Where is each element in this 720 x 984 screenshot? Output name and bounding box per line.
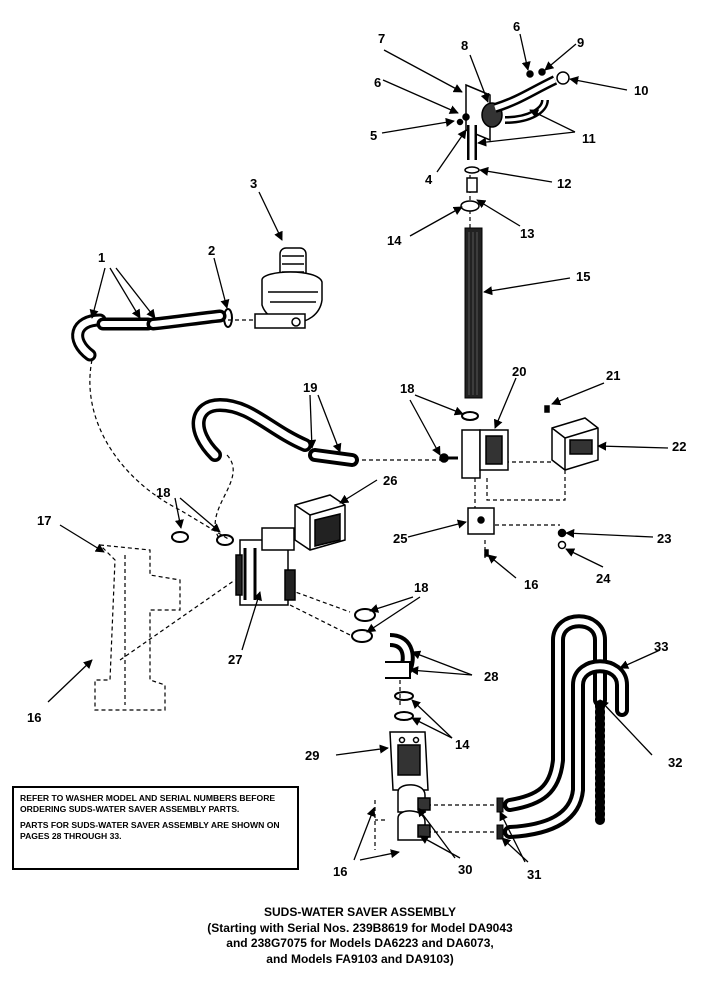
switch-assembly-part-20 [439, 411, 509, 479]
caption-line-1: (Starting with Serial Nos. 239B8619 for … [207, 920, 513, 935]
callout-18-upper: 18 [400, 381, 414, 396]
callout-6-right: 6 [513, 19, 520, 34]
callout-18-mid: 18 [414, 580, 428, 595]
callout-33: 33 [654, 639, 668, 654]
callout-9: 9 [577, 35, 584, 50]
callout-13: 13 [520, 226, 534, 241]
clamps-part-18-mid [351, 608, 376, 643]
clamp-part-2 [223, 308, 233, 328]
callout-14-lower: 14 [455, 737, 470, 752]
notice-line-1: Refer to washer model and serial numbers… [20, 793, 276, 814]
callout-15: 15 [576, 269, 590, 284]
cover-part-22 [544, 405, 599, 471]
callout-23: 23 [657, 531, 671, 546]
notice-line-2: Parts for suds-water saver assembly are … [20, 820, 280, 841]
callout-16-right: 16 [524, 577, 538, 592]
callout-3: 3 [250, 176, 257, 191]
pump-part-3 [254, 247, 323, 329]
callout-25: 25 [393, 531, 407, 546]
callout-18-left: 18 [156, 485, 170, 500]
callout-11: 11 [582, 131, 596, 146]
rings-part-14-lower [394, 691, 414, 721]
valves-part-30 [397, 784, 431, 841]
fill-hoses-part-32-33 [503, 614, 629, 839]
nozzle-assembly [456, 68, 570, 212]
leader-lines [47, 33, 669, 863]
callout-21: 21 [606, 368, 620, 383]
hose-part-19 [191, 397, 359, 467]
callout-numbers: 1 2 3 4 5 6 6 7 8 9 10 11 12 13 14 14 15… [27, 19, 686, 882]
relay-box-part-26 [294, 494, 346, 551]
dashed-connections [89, 175, 566, 850]
elbow-part-28 [385, 633, 415, 679]
callout-30: 30 [458, 862, 472, 877]
cabinet-bracket-outline [94, 544, 181, 711]
callout-4: 4 [425, 172, 433, 187]
bracket-part-29 [389, 731, 429, 791]
parts-diagram: 1 2 3 4 5 6 6 7 8 9 10 11 12 13 14 14 15… [27, 19, 686, 882]
callout-20: 20 [512, 364, 526, 379]
callout-12: 12 [557, 176, 571, 191]
caption-title: SUDS-WATER SAVER ASSEMBLY [263, 905, 457, 919]
caption-line-3: and Models FA9103 and DA9103) [266, 951, 454, 966]
diagram-caption: SUDS-WATER SAVER ASSEMBLY (Starting with… [150, 905, 570, 967]
callout-17: 17 [37, 513, 51, 528]
callout-24: 24 [596, 571, 611, 586]
callout-19: 19 [303, 380, 317, 395]
callout-16-left: 16 [27, 710, 41, 725]
callout-22: 22 [672, 439, 686, 454]
callout-10: 10 [634, 83, 648, 98]
callout-16-bottom: 16 [333, 864, 347, 879]
caption-line-2: and 238G7075 for Models DA6223 and DA607… [226, 936, 494, 950]
callout-2: 2 [208, 243, 215, 258]
callout-32: 32 [668, 755, 682, 770]
callout-26: 26 [383, 473, 397, 488]
ordering-notice-box: Refer to washer model and serial numbers… [12, 786, 299, 870]
block-part-25 [467, 507, 567, 557]
callout-1: 1 [98, 250, 105, 265]
callout-27: 27 [228, 652, 242, 667]
valve-body-part-27 [235, 527, 296, 606]
standpipe-part-15 [464, 227, 483, 399]
clamps-part-18-left [171, 531, 234, 546]
callout-6-left: 6 [374, 75, 381, 90]
callout-5: 5 [370, 128, 377, 143]
washers-part-31 [496, 797, 504, 840]
callout-28: 28 [484, 669, 498, 684]
drain-hose [71, 309, 227, 362]
callout-31: 31 [527, 867, 541, 882]
callout-7: 7 [378, 31, 385, 46]
callout-14-upper: 14 [387, 233, 402, 248]
callout-29: 29 [305, 748, 319, 763]
callout-8: 8 [461, 38, 468, 53]
